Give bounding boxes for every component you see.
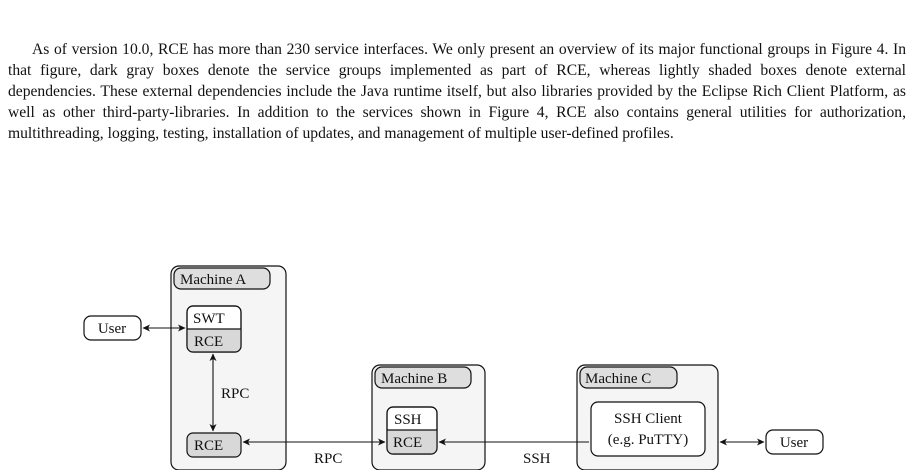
link-ab-label: RPC <box>314 451 342 467</box>
machine-b-rce-label: RCE <box>393 435 422 451</box>
machine-b-header <box>374 366 472 389</box>
body-paragraph: As of version 10.0, RCE has more than 23… <box>8 41 906 142</box>
machine-b-container: Machine B SSH RCE <box>371 364 486 470</box>
machine-c-ssh-client-box <box>590 401 706 457</box>
machine-a-rce-bottom-box <box>186 432 242 458</box>
user-right-box <box>765 429 824 455</box>
machine-a-header <box>173 267 271 290</box>
machine-a-rce-bottom-label: RCE <box>194 438 223 454</box>
machine-a-rce-top-label: RCE <box>194 334 223 350</box>
machine-c-ssh-client-line1: SSH Client <box>614 411 683 427</box>
machine-c-ssh-client-line2: (e.g. PuTTY) <box>608 432 688 448</box>
machine-c-label: Machine C <box>585 371 651 387</box>
machine-a-container: Machine A SWT RCE RCE RPC <box>170 265 287 470</box>
machine-a-swt-label: SWT <box>193 311 225 327</box>
machine-c-header <box>579 366 678 389</box>
user-left-label: User <box>98 321 126 337</box>
machine-b-ssh-label: SSH <box>394 412 422 428</box>
machine-a-internal-rpc-label: RPC <box>221 386 249 402</box>
machine-a-label: Machine A <box>180 272 246 288</box>
machine-c-container: Machine C SSH Client (e.g. PuTTY) <box>576 364 719 470</box>
link-bc-label: SSH <box>523 451 551 467</box>
user-right-label: User <box>780 435 808 451</box>
user-left-box <box>83 315 142 341</box>
machine-b-ssh-rce-stack: SSH RCE <box>386 406 438 455</box>
machine-a-swt-rce-stack: SWT RCE <box>186 305 242 353</box>
machine-b-label: Machine B <box>381 371 447 387</box>
